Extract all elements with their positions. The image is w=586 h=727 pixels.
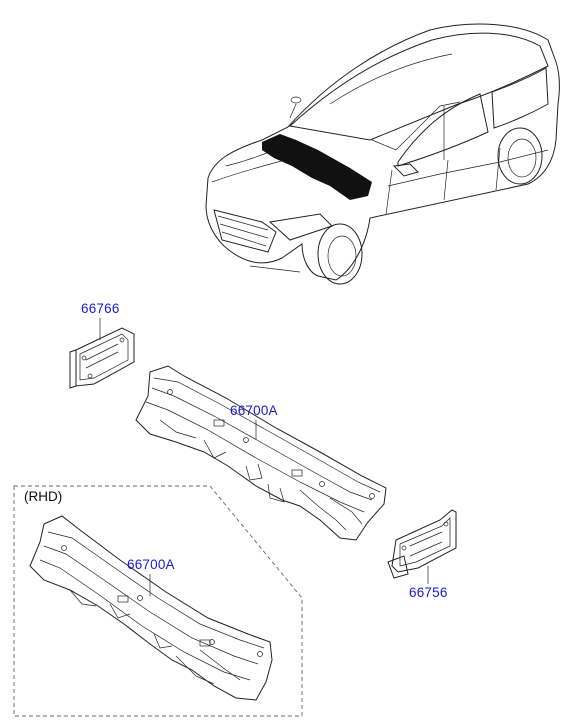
car-illustration [205,23,560,285]
part-callout-66756[interactable]: 66756 [409,585,448,600]
part-66756-illustration [387,509,457,584]
part-66766-illustration [69,318,135,389]
part-callout-66766[interactable]: 66766 [81,301,120,316]
rhd-variant-label: (RHD) [24,489,63,504]
part-callout-66700A-rhd[interactable]: 66700A [127,557,175,572]
part-66700A-main-illustration [135,365,387,541]
part-66700A-rhd-illustration [29,515,273,701]
rhd-variant-box [13,485,303,717]
cowl-highlight [262,134,372,200]
part-callout-66700A-main[interactable]: 66700A [230,403,278,418]
